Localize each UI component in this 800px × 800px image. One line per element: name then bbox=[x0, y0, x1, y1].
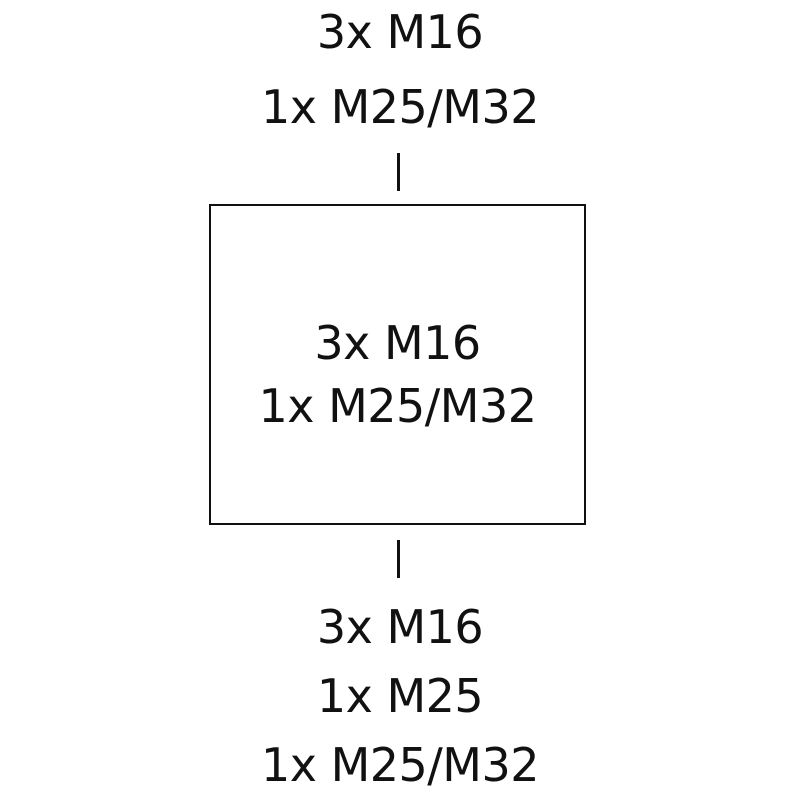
box-entry-line-2: 1x M25/M32 bbox=[258, 379, 537, 433]
bottom-entry-line-2: 1x M25 bbox=[316, 669, 484, 723]
top-entry-line-2: 1x M25/M32 bbox=[260, 80, 540, 134]
bottom-entry-line-3: 1x M25/M32 bbox=[260, 738, 540, 792]
junction-box-outline: 3x M16 1x M25/M32 bbox=[209, 204, 586, 525]
box-entry-line-1: 3x M16 bbox=[314, 316, 481, 370]
bottom-connector-line bbox=[397, 540, 400, 578]
bottom-entry-line-1: 3x M16 bbox=[316, 600, 484, 654]
top-entry-line-1: 3x M16 bbox=[316, 5, 484, 59]
top-connector-line bbox=[397, 153, 400, 191]
